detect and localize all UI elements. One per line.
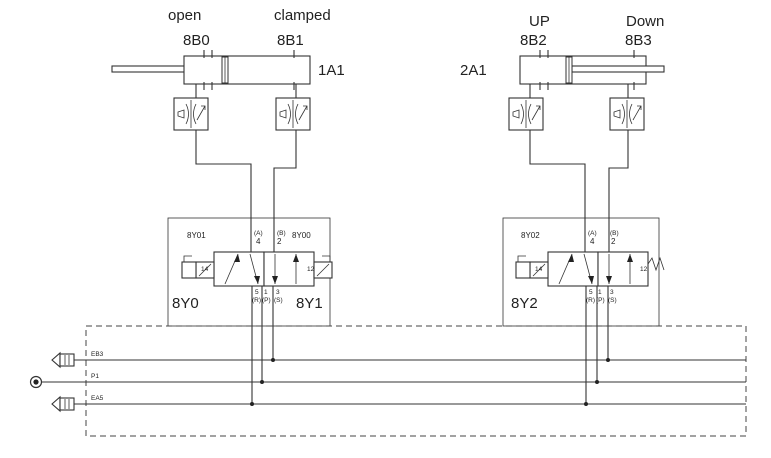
flow-control-valve-right-2	[609, 97, 645, 131]
svg-text:(B): (B)	[610, 230, 619, 237]
cylinder-1a1: open clamped 8B0 8B1 1A1	[111, 7, 345, 98]
svg-text:5: 5	[255, 289, 259, 296]
pressure-source-icon	[29, 375, 43, 389]
junction-dot	[595, 380, 599, 384]
cylinder-1a1-clamped-label: clamped	[274, 7, 331, 24]
svg-text:(P): (P)	[596, 297, 605, 304]
pressure-line-p-label: P1	[91, 373, 99, 380]
svg-text:12: 12	[307, 266, 315, 273]
manifold-frame	[85, 325, 747, 437]
cylinder-1a1-open-label: open	[168, 7, 201, 24]
svg-text:4: 4	[256, 237, 261, 246]
svg-text:14: 14	[535, 266, 543, 273]
piston-rod	[571, 65, 665, 73]
valve-8y0-8y1: 8Y01 8Y00 (A) (B) 4 2 14 12 5 1 3 (R	[167, 217, 333, 404]
svg-text:1: 1	[598, 289, 602, 296]
sensor-8b1-label: 8B1	[277, 32, 304, 49]
sensor-8b3-label: 8B3	[625, 32, 652, 49]
svg-text:2: 2	[277, 237, 282, 246]
valve-position-left	[547, 251, 599, 287]
valve-position-right	[263, 251, 315, 287]
svg-text:(R): (R)	[586, 297, 595, 304]
svg-text:(P): (P)	[262, 297, 271, 304]
coil-8y2-label: 8Y2	[511, 295, 538, 312]
svg-text:(A): (A)	[254, 230, 263, 237]
junction-dot	[260, 380, 264, 384]
svg-text:3: 3	[276, 289, 280, 296]
junction-dot	[584, 402, 588, 406]
silencer-icon	[51, 395, 75, 413]
svg-text:14: 14	[201, 266, 209, 273]
svg-text:(R): (R)	[252, 297, 261, 304]
coil-8y1-label: 8Y1	[296, 295, 323, 312]
exhaust-line-eb-label: EB3	[91, 351, 104, 358]
spring-icon	[647, 256, 665, 272]
flow-control-valve-right-1	[275, 97, 311, 131]
flow-control-valve-left-2	[508, 97, 544, 131]
silencer-icon	[51, 351, 75, 369]
valve-position-right	[597, 251, 649, 287]
sensor-8b2-label: 8B2	[520, 32, 547, 49]
svg-text:(S): (S)	[608, 297, 617, 304]
cylinder-1a1-name: 1A1	[318, 62, 345, 79]
line-cyl2-b	[608, 130, 629, 252]
line-cyl1-a	[195, 130, 252, 252]
cylinder-2a1: UP Down 8B2 8B3 2A1	[460, 13, 665, 98]
svg-text:12: 12	[640, 266, 648, 273]
exhaust-line-ea-label: EA5	[91, 395, 104, 402]
svg-text:1: 1	[264, 289, 268, 296]
sensor-8b0-label: 8B0	[183, 32, 210, 49]
junction-dot	[606, 358, 610, 362]
svg-text:(B): (B)	[277, 230, 286, 237]
line-cyl2-a	[529, 130, 586, 252]
piston-rod	[111, 65, 193, 73]
coil-tag-8y01: 8Y01	[187, 231, 206, 240]
cylinder-2a1-down-label: Down	[626, 13, 664, 30]
svg-text:(S): (S)	[274, 297, 283, 304]
cylinder-barrel	[183, 55, 311, 85]
flow-control-valve-left-1	[173, 97, 209, 131]
svg-text:3: 3	[610, 289, 614, 296]
svg-text:5: 5	[589, 289, 593, 296]
coil-tag-8y02: 8Y02	[521, 231, 540, 240]
manifold: EB3 P1 EA5	[29, 325, 747, 437]
svg-text:2: 2	[611, 237, 616, 246]
svg-text:(A): (A)	[588, 230, 597, 237]
valve-8y2: 8Y02 (A) (B) 4 2 14 12 5 1 3 (R) (P) (S)…	[502, 217, 665, 404]
cylinder-2a1-up-label: UP	[529, 13, 550, 30]
coil-8y0-label: 8Y0	[172, 295, 199, 312]
svg-text:4: 4	[590, 237, 595, 246]
cylinder-2a1-name: 2A1	[460, 62, 487, 79]
junction-dot	[271, 358, 275, 362]
coil-tag-8y00: 8Y00	[292, 231, 311, 240]
junction-dot	[250, 402, 254, 406]
line-cyl1-b	[273, 130, 297, 252]
